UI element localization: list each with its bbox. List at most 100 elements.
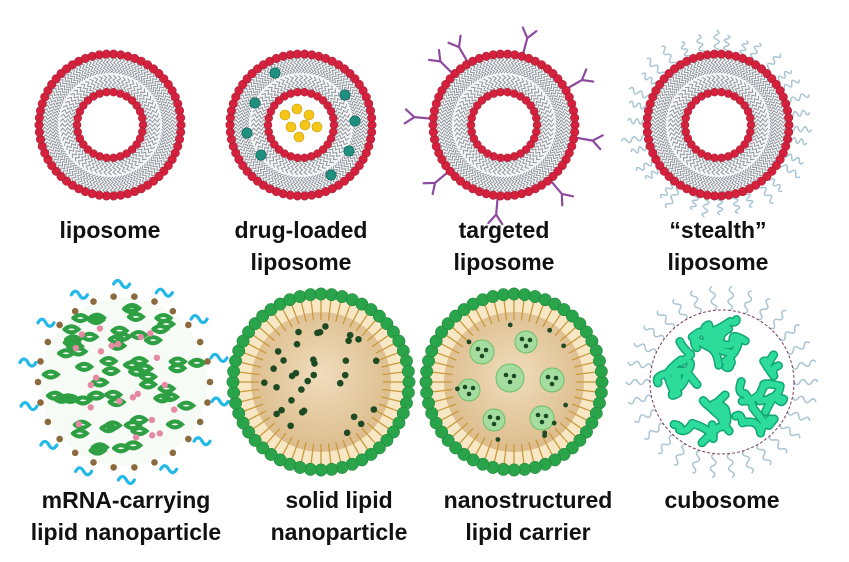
peg-chain bbox=[750, 42, 762, 62]
surfactant-tails bbox=[239, 300, 403, 464]
ionizable-lipid bbox=[130, 356, 150, 367]
drug-molecule bbox=[549, 381, 555, 387]
hydrophilic-drug bbox=[299, 119, 311, 131]
peg-chain bbox=[628, 100, 649, 110]
cholesterol bbox=[110, 464, 117, 471]
antibody-ligand bbox=[521, 26, 538, 57]
cholesterol bbox=[151, 459, 158, 466]
peg-chain bbox=[656, 310, 675, 329]
cholesterol bbox=[206, 378, 214, 386]
liquid-lipid-compartment bbox=[457, 378, 481, 402]
ionizable-lipid bbox=[57, 348, 77, 359]
mrna-strand bbox=[92, 374, 100, 381]
peg-chain bbox=[775, 70, 793, 84]
drug-molecule bbox=[553, 375, 559, 381]
ionizable-lipid bbox=[139, 371, 159, 382]
drug-molecule bbox=[316, 328, 324, 336]
liquid-lipid-compartment bbox=[482, 408, 506, 432]
lumen bbox=[77, 92, 143, 158]
drug-molecule bbox=[343, 429, 351, 437]
stealth-liposome-illustration bbox=[620, 29, 813, 218]
peg-lipid bbox=[36, 317, 56, 328]
peg-lipid bbox=[39, 439, 59, 451]
peg-chain bbox=[709, 285, 718, 311]
hydrophilic-drug bbox=[293, 131, 305, 143]
peg-chain bbox=[672, 298, 688, 321]
peg-chain bbox=[691, 449, 701, 475]
drug-molecule bbox=[487, 414, 493, 420]
lumen bbox=[471, 92, 537, 158]
ionizable-lipid bbox=[110, 325, 130, 336]
drug-molecule bbox=[475, 346, 481, 352]
peg-chain bbox=[785, 93, 811, 105]
drug-molecule bbox=[545, 374, 551, 380]
ionizable-lipid bbox=[187, 357, 208, 368]
antibody-ligand bbox=[549, 179, 575, 207]
liquid-lipid-compartment bbox=[514, 330, 538, 354]
solid-lipid-nanoparticle-illustration bbox=[226, 287, 416, 477]
ionizable-lipid bbox=[126, 311, 146, 322]
peg-chain bbox=[793, 378, 819, 386]
peg-chain bbox=[644, 166, 661, 180]
peg-chain bbox=[757, 298, 771, 321]
mrna-strand bbox=[132, 434, 140, 441]
hydrophilic-drug bbox=[303, 109, 315, 121]
peg-chain bbox=[756, 443, 772, 466]
peg-chain bbox=[659, 180, 675, 199]
peg-lipid bbox=[159, 464, 179, 475]
antibody-ligand bbox=[422, 170, 450, 196]
lipid-tails bbox=[453, 74, 555, 176]
peg-chain bbox=[766, 176, 783, 193]
drug-molecule bbox=[288, 396, 295, 404]
cholesterol bbox=[196, 338, 204, 346]
drug-molecule bbox=[466, 339, 472, 345]
drug-molecule bbox=[495, 437, 501, 442]
drug-molecule bbox=[270, 365, 277, 372]
label-sln-line1: solid lipid bbox=[285, 487, 392, 513]
peg-chain bbox=[783, 153, 804, 165]
peg-chain bbox=[627, 360, 653, 369]
drug-molecule bbox=[483, 347, 489, 353]
peg-lipid bbox=[210, 396, 230, 407]
drug-molecule bbox=[310, 356, 317, 363]
peg-chain bbox=[657, 434, 674, 455]
peg-lipid bbox=[19, 401, 39, 412]
lumen bbox=[685, 92, 751, 158]
hydrophobic-drug bbox=[249, 97, 261, 109]
drug-molecule bbox=[511, 373, 517, 379]
drug-molecule bbox=[543, 413, 549, 419]
ionizable-lipid bbox=[177, 400, 197, 411]
peg-chain bbox=[630, 143, 650, 154]
ionizable-lipid bbox=[71, 313, 91, 324]
drug-molecule bbox=[278, 406, 285, 414]
mrna-strand bbox=[129, 394, 137, 401]
ionizable-lipid bbox=[62, 324, 82, 335]
peg-lipid bbox=[116, 474, 136, 486]
drug-molecule bbox=[295, 328, 302, 336]
ionizable-lipid bbox=[99, 356, 119, 367]
peg-chain bbox=[770, 309, 787, 330]
peg-chain bbox=[690, 290, 703, 315]
surfactant-head bbox=[401, 364, 415, 378]
cholesterol bbox=[44, 418, 52, 426]
label-nlc-line2: lipid carrier bbox=[465, 519, 590, 545]
mrna-strand bbox=[137, 333, 144, 341]
inner-lipid-head bbox=[329, 113, 338, 123]
cholesterol bbox=[90, 459, 97, 466]
drug-molecule bbox=[462, 384, 468, 390]
outer-lipid-head bbox=[784, 113, 794, 123]
ionizable-lipid bbox=[153, 393, 173, 404]
peg-chain bbox=[779, 324, 800, 342]
mrna-strand bbox=[148, 416, 156, 424]
drug-molecule bbox=[527, 337, 533, 343]
peg-chain bbox=[764, 53, 782, 72]
peg-chain bbox=[673, 443, 687, 466]
lnp-body bbox=[40, 298, 208, 466]
drug-loaded-liposome-illustration bbox=[225, 49, 377, 201]
peg-chain bbox=[789, 125, 813, 133]
label-sln-line2: nanoparticle bbox=[271, 519, 408, 545]
peg-lipid bbox=[154, 287, 174, 298]
peg-chain bbox=[643, 325, 665, 340]
drug-molecule bbox=[495, 415, 501, 421]
